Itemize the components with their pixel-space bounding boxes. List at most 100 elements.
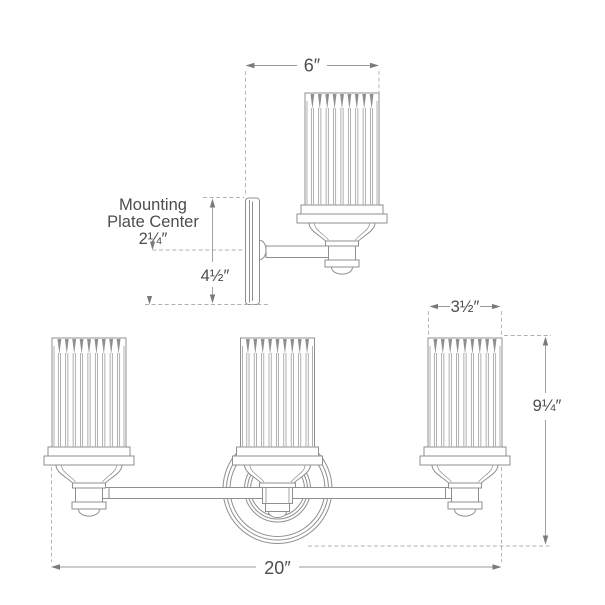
arrowhead-left <box>51 564 60 570</box>
stem-block <box>262 487 293 504</box>
label-line1: Mounting <box>119 196 187 214</box>
flute-wedge <box>369 94 374 109</box>
bell-inner-line <box>355 223 370 241</box>
cap-band-lower <box>419 455 511 466</box>
socket-flange-top <box>325 240 359 247</box>
socket-finial <box>453 508 477 517</box>
cap-band-upper <box>423 446 507 457</box>
flute-wedge <box>116 339 121 354</box>
arrowhead-left <box>245 62 255 69</box>
front-view: 3½″ 9¼″ 20″ <box>43 298 562 578</box>
flute-wedge <box>297 339 302 354</box>
bell-inner-line <box>478 465 493 483</box>
flute-wedge <box>94 339 99 354</box>
leader-arrowhead <box>149 241 156 250</box>
flute-wedge <box>440 339 445 354</box>
flute-wedge <box>455 339 460 354</box>
arrowhead-up <box>542 336 549 346</box>
leader-arrowhead <box>146 296 153 305</box>
arrowhead-right <box>370 62 379 69</box>
flute-wedge <box>109 339 114 354</box>
bell <box>55 464 123 484</box>
dim-shade-width: 3½″ <box>428 298 502 335</box>
flute-wedge <box>317 94 322 109</box>
front-lamp-left <box>43 337 135 517</box>
side-lamp <box>296 92 388 275</box>
socket-flange-top <box>448 482 482 489</box>
arrowhead-right <box>492 303 501 310</box>
bell-inner-line <box>102 465 117 483</box>
flute-wedge <box>463 339 467 354</box>
arrowhead-down <box>542 535 549 545</box>
flute-wedge <box>275 339 280 354</box>
bell <box>431 464 499 484</box>
flute-wedge <box>340 94 344 109</box>
dim-overall-width-value: 20″ <box>264 558 291 578</box>
stem-band <box>265 503 290 512</box>
dim-fixture-height-value: 9¼″ <box>533 397 562 415</box>
flute-wedge <box>290 339 295 354</box>
flute-wedge <box>354 94 359 109</box>
flute-wedge <box>433 339 438 354</box>
bell <box>308 222 376 242</box>
arrowhead-left <box>429 303 438 310</box>
flute-wedge <box>362 94 367 109</box>
socket-flange-top <box>72 482 106 489</box>
stem-finial <box>267 511 288 518</box>
dim-shade-width-value: 3½″ <box>451 298 480 316</box>
flute-wedge <box>268 339 272 354</box>
bell-inner-line <box>437 465 452 483</box>
cap-band-upper <box>47 446 131 457</box>
socket-body <box>328 245 356 261</box>
flute-wedge <box>325 94 330 109</box>
socket-body <box>451 487 479 503</box>
dim-plate-height: 4½″ <box>145 197 268 305</box>
front-lamp-center <box>232 337 323 518</box>
flute-wedge <box>253 339 258 354</box>
dim-depth-value: 6″ <box>304 56 321 76</box>
bell-inner-line <box>314 223 329 241</box>
socket-flange-bottom <box>324 259 360 268</box>
bell-inner-line <box>249 465 265 483</box>
mounting-plate-label: Mounting Plate Center 2¼″ <box>107 196 244 251</box>
cap-band-upper <box>236 446 319 457</box>
dim-overall-width: 20″ <box>51 467 502 578</box>
stem-lip <box>259 482 296 488</box>
cap-band-lower <box>43 455 135 466</box>
shade-outline <box>51 337 127 448</box>
flute-wedge <box>260 339 265 354</box>
arrowhead-right <box>492 564 502 570</box>
shade-outline <box>304 92 380 206</box>
plate-hub <box>259 239 267 261</box>
flute-wedge <box>448 339 453 354</box>
flute-wedge <box>470 339 475 354</box>
shade-outline <box>427 337 503 448</box>
cap-band-lower <box>296 213 388 224</box>
flute-wedge <box>79 339 84 354</box>
flute-wedge <box>310 94 315 109</box>
flute-wedge <box>305 339 309 354</box>
front-lamp-right <box>419 337 511 517</box>
flute-wedge <box>87 339 91 354</box>
cap-band-lower <box>232 455 323 466</box>
label-line2: Plate Center <box>107 213 199 231</box>
bell-inner-line <box>290 465 306 483</box>
socket-body <box>75 487 103 503</box>
arrowhead-up <box>209 198 216 208</box>
dim-fixture-height: 9¼″ <box>308 335 562 547</box>
socket-flange-bottom <box>447 501 483 510</box>
offset-dim-value: 2¼″ <box>139 230 168 248</box>
arm-side <box>265 245 330 258</box>
flute-wedge <box>347 94 352 109</box>
socket-finial <box>77 508 101 517</box>
flute-wedge <box>72 339 77 354</box>
socket-flange-bottom <box>71 501 107 510</box>
flute-wedge <box>332 94 337 109</box>
flute-wedge <box>57 339 62 354</box>
arrowhead-down <box>209 294 216 304</box>
mounting-plate-side <box>245 197 267 305</box>
flute-wedge <box>492 339 497 354</box>
flute-wedge <box>485 339 490 354</box>
